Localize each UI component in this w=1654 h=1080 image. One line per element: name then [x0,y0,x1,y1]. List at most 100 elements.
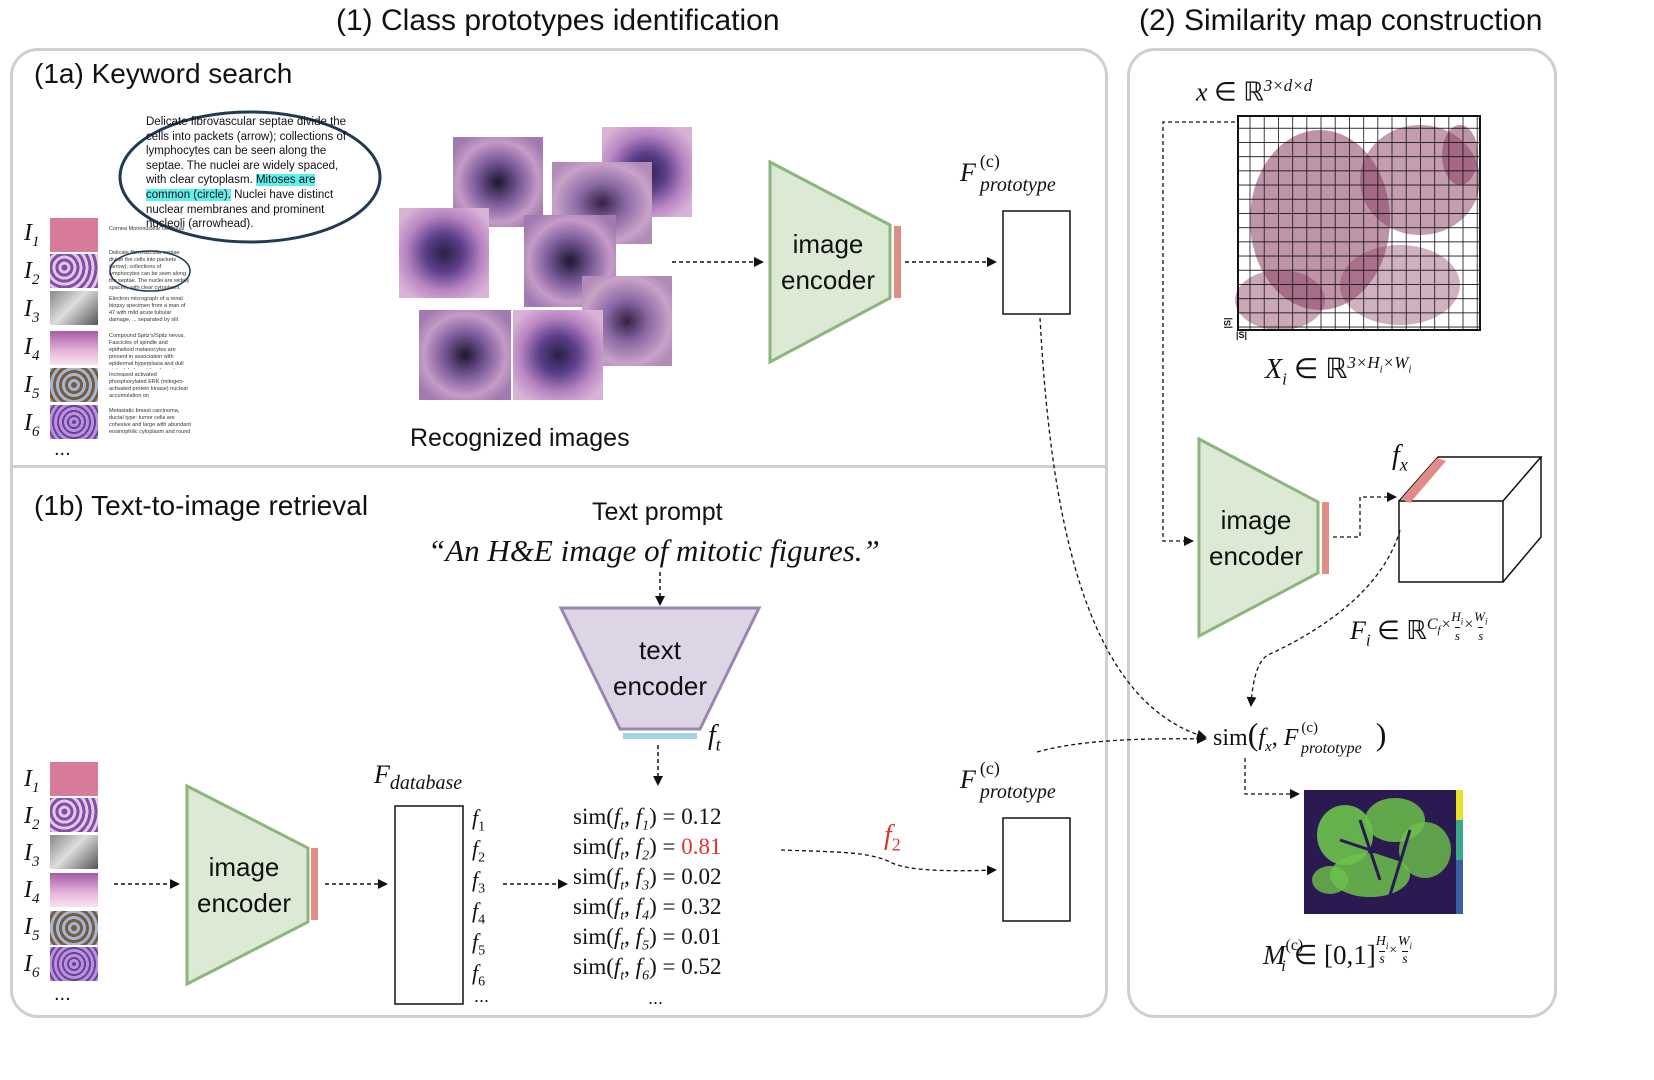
thumbnail [50,291,98,325]
encoder-output-bar-1a [894,226,901,298]
caption-text: Delicate fibrovascular septae divide the… [146,116,347,231]
database-label: Fdatabase [374,760,463,795]
similarity-row: sim(ft, f3) = 0.02 [573,864,722,894]
text-feature-label: ft [708,720,721,755]
prototype-box-1a [1002,210,1071,315]
database-box [394,805,464,1005]
similarity-expression: sim(fx, F(c)prototype) [1213,716,1387,757]
similarity-value: 0.12 [681,804,722,829]
thumbnail [50,405,98,439]
prototype-label-1a: F(c)prototype [960,151,1056,196]
similarity-value: 0.52 [681,954,722,979]
image-label: I5 [24,372,40,402]
feature-cube [1398,456,1543,583]
fx-label: fx [1392,440,1408,475]
panel-class-prototypes [10,48,1108,1018]
feature-label: f3 [472,867,486,897]
recognized-images-label: Recognized images [410,424,630,452]
text-prompt: “An H&E image of mitotic figures.” [428,533,880,568]
recognized-image-tiles [399,127,692,400]
similarity-ellipsis: ... [648,988,664,1008]
panel-similarity-map [1127,48,1557,1018]
similarity-heatmap [1304,790,1463,914]
text-prompt-label: Text prompt [592,498,723,526]
feature-ellipsis: ... [474,986,490,1006]
similarity-row: sim(ft, f4) = 0.32 [573,894,722,924]
similarity-value: 0.01 [681,924,722,949]
image-label: I2 [24,803,40,833]
thumbnail-caption: Electron micrograph of a renal biopsy sp… [109,296,186,323]
title-keyword-search: (1a) Keyword search [34,58,293,89]
prototype-box-1b [1002,817,1071,922]
image-label: I4 [24,334,40,364]
patch-size-label: |S| [1222,317,1233,329]
patch-size-label: |S| [1236,330,1248,340]
thumbnail [50,762,98,796]
input-x-label: x ∈ ℝ3×d×d [1196,76,1313,107]
image-label: I5 [24,914,40,944]
tile-4 [399,208,489,298]
thumbnail [50,911,98,945]
thumbnail [50,798,98,832]
feature-label: f2 [472,836,486,866]
feature-label: f4 [472,898,486,928]
thumbnail [50,873,98,907]
similarity-row: sim(ft, f2) = 0.81 [573,834,722,864]
caption-ellipse [118,110,382,244]
panel-divider [12,465,1106,468]
thumbnail [50,254,98,288]
image-label: I2 [24,258,40,288]
thumbnail-caption: Increased activated phosphorylated ERK (… [109,372,189,399]
image-encoder-1b-shape [185,783,310,987]
fx-feature-strip [1401,458,1446,503]
thumbnail-caption: Metastatic breast carcinoma, ductal type… [109,408,191,435]
feature-label: f1 [472,805,486,835]
similarity-row: sim(ft, f5) = 0.01 [573,924,722,954]
image-encoder-1a-shape [768,159,892,365]
thumbnail [50,947,98,981]
image-label: I1 [24,220,40,250]
thumbnail-caption: Cornea Mononuclear Germinal [109,226,185,232]
image-label: I6 [24,951,40,981]
thumbnail [50,835,98,869]
encoder-output-bar-1b [311,848,318,920]
title-class-prototypes: (1) Class prototypes identification [336,4,780,37]
whole-slide-label: Xi ∈ ℝ3×Hi×Wi [1265,352,1412,389]
prototype-label-1b: F(c)prototype [960,758,1056,803]
thumbnail [50,331,98,365]
tile-7 [419,310,511,400]
caption-thumb-ellipse [109,250,191,292]
tile-8 [513,310,603,400]
text-encoder-shape [558,606,762,731]
encoder-output-bar-2 [1322,502,1329,574]
thumbnail-caption: Delicate fibrovascular septae divide the… [109,250,190,290]
similarity-value: 0.81 [681,834,722,859]
feature-label: f6 [472,960,486,990]
patch-grid [1235,115,1481,331]
thumbnail [50,368,98,402]
feature-map-label: Fi ∈ ℝCf×XHis×Wis [1350,609,1488,650]
image-label: I3 [24,296,40,326]
similarity-value: 0.32 [681,894,722,919]
image-label: I4 [24,877,40,907]
image-label: I3 [24,840,40,870]
thumbnail-caption: Compound Spitz's/Spitz nevus. Fascicles … [109,333,185,369]
title-text-image-retrieval: (1b) Text-to-image retrieval [34,490,369,521]
feature-label: f5 [472,929,486,959]
image-encoder-2-shape [1197,436,1320,639]
similarity-row: sim(ft, f1) = 0.12 [573,804,722,834]
list-ellipsis: ... [54,983,71,1005]
image-label: I1 [24,766,40,796]
similarity-value: 0.02 [681,864,722,889]
similarity-row: sim(ft, f6) = 0.52 [573,954,722,984]
selected-feature-label: f2 [884,820,901,855]
list-ellipsis: ... [54,438,71,460]
title-similarity-map: (2) Similarity map construction [1139,4,1543,37]
text-feature-bar [623,733,697,739]
